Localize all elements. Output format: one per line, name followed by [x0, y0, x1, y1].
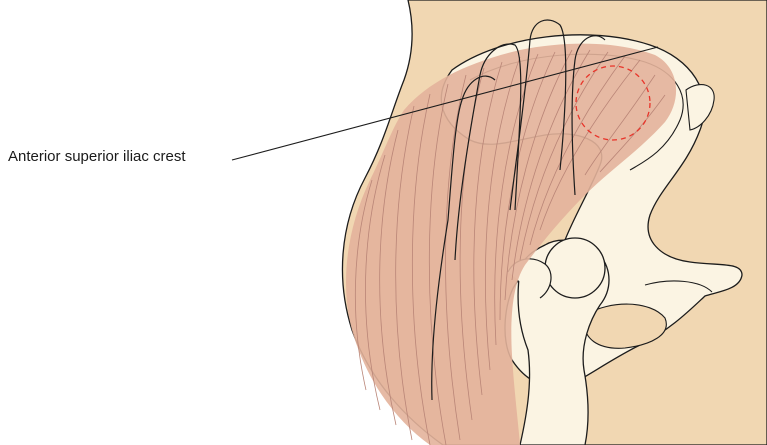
femoral-head: [545, 238, 605, 298]
label-anterior-superior-iliac-crest: Anterior superior iliac crest: [8, 148, 186, 165]
